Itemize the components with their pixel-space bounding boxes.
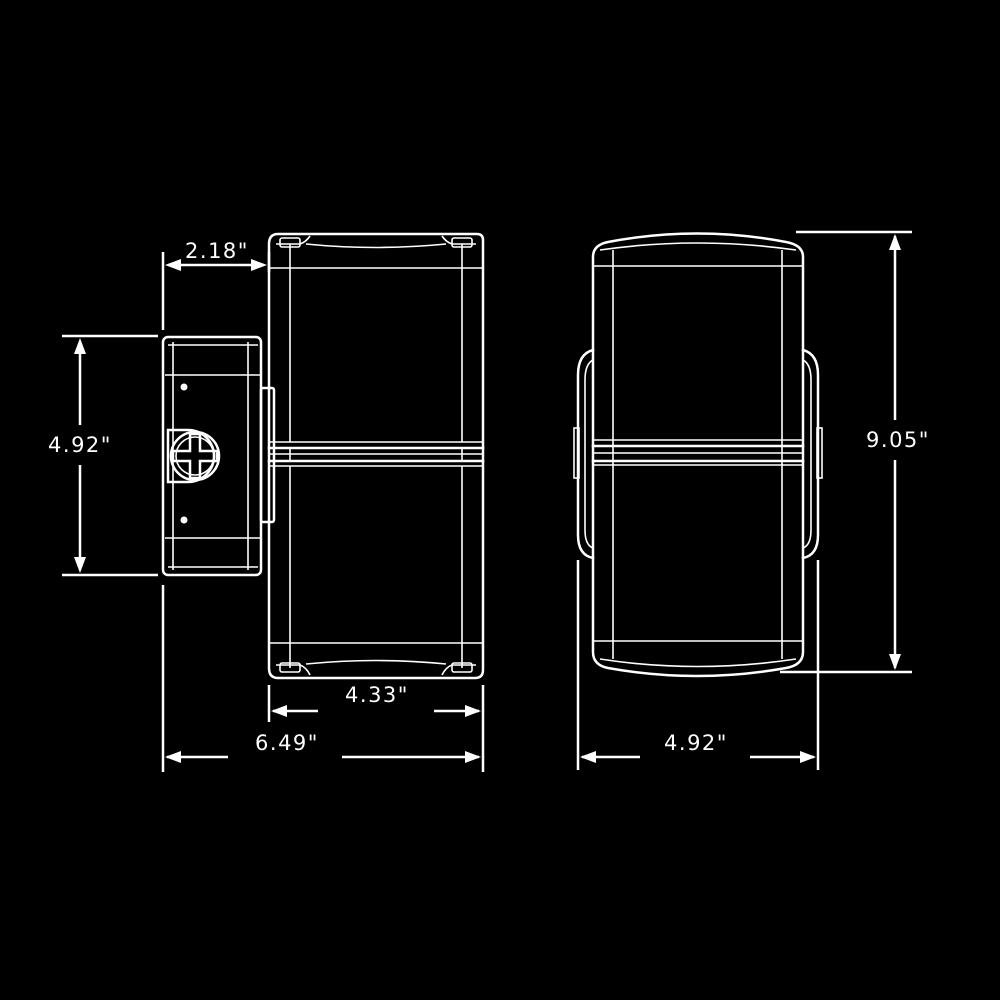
label-mount-height: 4.92"	[48, 433, 112, 457]
side-view	[161, 232, 485, 680]
dimension-front-width: 4.92"	[580, 731, 816, 763]
label-mount-depth: 2.18"	[185, 239, 249, 263]
dimension-mount-height: 4.92"	[40, 338, 120, 573]
dimension-mount-depth: 2.18"	[165, 239, 267, 271]
screw-hole-top	[180, 383, 188, 391]
label-fixture-depth: 4.33"	[345, 683, 409, 707]
dimension-fixture-depth: 4.33"	[271, 683, 481, 717]
cable-gland	[166, 428, 221, 484]
dimension-overall-depth: 6.49"	[165, 731, 481, 763]
mounting-wings	[573, 348, 823, 560]
extension-lines	[62, 230, 912, 772]
label-front-height: 9.05"	[866, 428, 930, 452]
dimension-front-height: 9.05"	[858, 234, 938, 670]
label-front-width: 4.92"	[664, 731, 728, 755]
side-fixture-body	[267, 232, 485, 680]
front-fixture-body	[591, 232, 805, 678]
label-overall-depth: 6.49"	[255, 731, 319, 755]
screw-hole-bottom	[180, 516, 188, 524]
mounting-box	[161, 335, 276, 577]
front-view	[573, 232, 823, 678]
